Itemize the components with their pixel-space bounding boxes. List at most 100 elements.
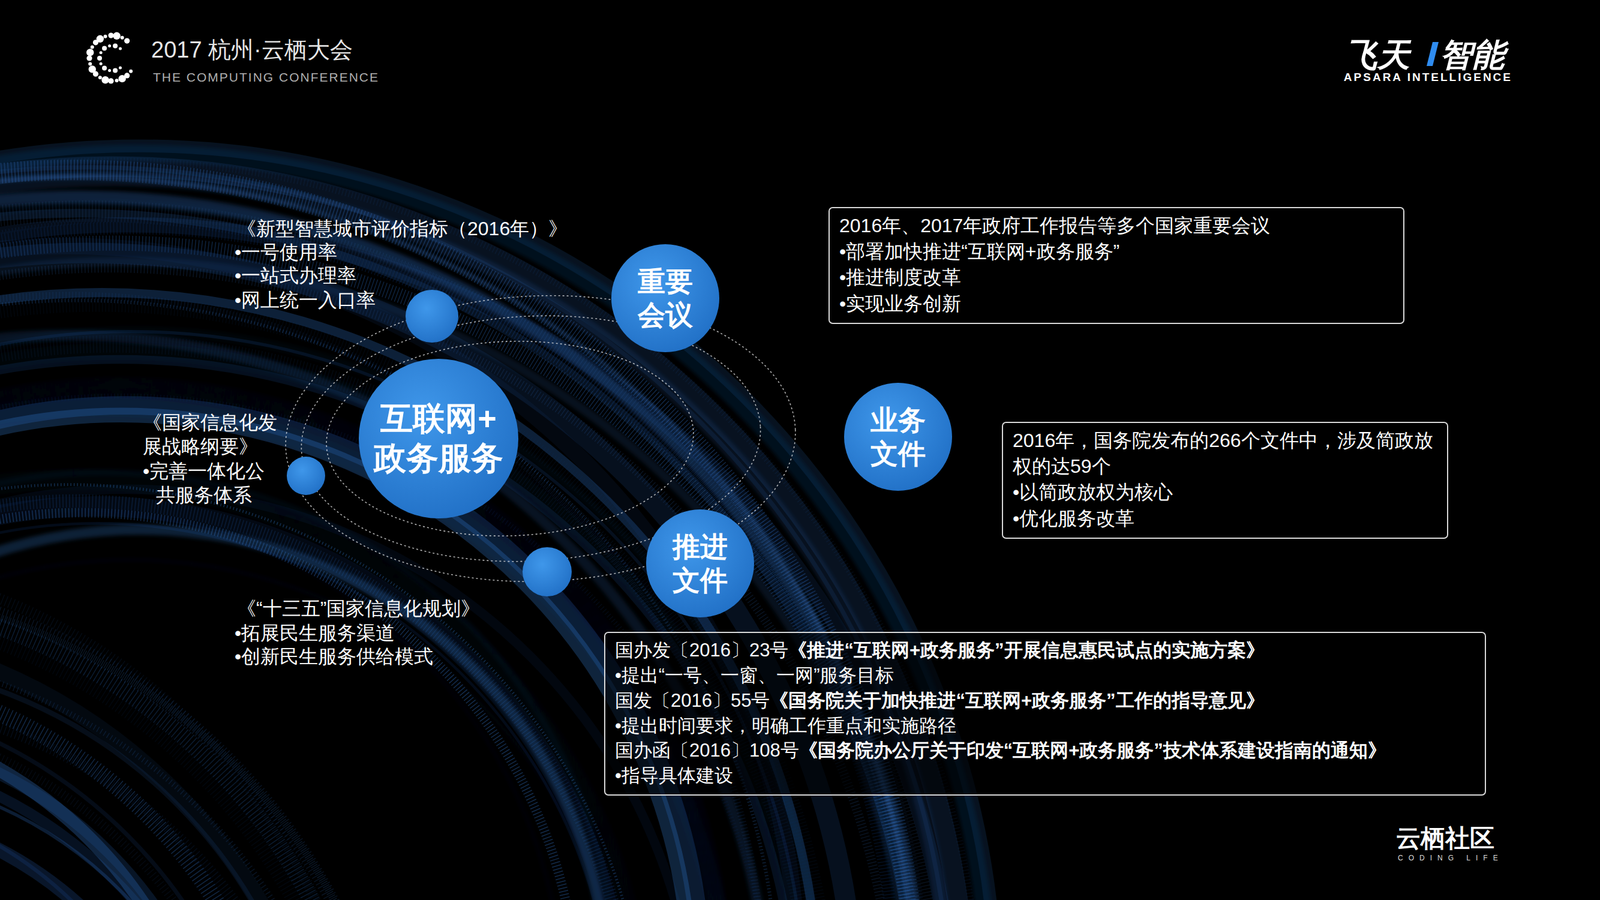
community-logo: 云栖社区 [1396, 823, 1495, 854]
logo-dot [107, 32, 114, 38]
conference-title: 2017 杭州·云栖大会 [151, 35, 353, 65]
circle-label: 互联网+ 政务服务 [371, 398, 506, 479]
swirl-strand [0, 331, 805, 900]
orbit-dot [405, 289, 459, 343]
logo-dot [107, 44, 111, 48]
brand-name: 智能 [1439, 34, 1505, 76]
note-box: 2016年、2017年政府工作报告等多个国家重要会议 •部署加快推进“互联网+政务… [828, 206, 1405, 324]
orbit-dot [522, 547, 572, 597]
bullet-text: •网上统一入口率 [234, 287, 376, 312]
note-text: 国发〔2016〕55号 [614, 689, 770, 711]
circle-shape [358, 358, 519, 519]
swirl-strand [0, 712, 265, 900]
document-title: 《新型智慧城市评价指标（2016年）》 [236, 216, 568, 241]
logo-dot [118, 46, 122, 50]
swirl-strand [0, 331, 821, 900]
logo-dot [112, 67, 118, 73]
swirl-strand [0, 227, 896, 900]
circle-fill [358, 358, 519, 519]
swirl-strand [0, 292, 819, 900]
text-line: •优化服务改革 [1012, 505, 1438, 532]
logo-dot [115, 78, 119, 83]
circle-fill [646, 509, 755, 618]
note-box: 2016年，国务院发布的266个文件中，涉及简政放权的达59个 •以简政放权为核心… [1001, 421, 1449, 539]
bullet-text: •一站式办理率 [234, 263, 357, 288]
logo-dot [90, 45, 95, 50]
logo-dot [101, 45, 107, 51]
logo-dot [118, 66, 122, 70]
bullet-text: •一号使用率 [234, 239, 338, 264]
note-text: 2016年，国务院发布的266个文件中，涉及简政放权的达59个 [1012, 429, 1434, 477]
text-line: •提出“一号、一窗、一网”服务目标 [614, 662, 1476, 689]
logo-dot [88, 65, 96, 73]
swirl-strand [0, 699, 329, 900]
document-title: 《国家信息化发展战略纲要》 [142, 410, 282, 459]
document-title: 《国务院关于加快推进“互联网+政务服务”工作的指导意见》 [769, 689, 1265, 711]
note-text: •推进制度改革 [839, 266, 962, 288]
circle-fill [844, 382, 953, 491]
brand-subtitle: APSARA INTELLIGENCE [1343, 70, 1513, 85]
logo-dot [124, 38, 130, 44]
note-text: •实现业务创新 [839, 292, 962, 315]
conference-logo [86, 32, 133, 84]
note-text: •以简政放权为核心 [1012, 481, 1173, 503]
brand-slash [1426, 41, 1439, 66]
topic-circle: 重要 会议 [611, 244, 720, 353]
text-line: 2016年、2017年政府工作报告等多个国家重要会议 [839, 212, 1394, 239]
circle-fill [611, 244, 720, 353]
circle-shape [844, 382, 953, 491]
bullet-text: •完善一体化公共服务体系 [142, 458, 282, 507]
swirl-strand [0, 771, 237, 900]
swirl-strand [0, 224, 955, 900]
circle-label: 业务 文件 [867, 403, 929, 471]
orbit-dot [286, 456, 326, 495]
logo-dot [101, 76, 109, 84]
brand-name: 飞天 [1345, 34, 1410, 76]
logo-dot [112, 43, 118, 49]
logo-dot [86, 55, 92, 61]
note-box: 国办发〔2016〕23号《推进“互联网+政务服务”开展信息惠民试点的实施方案》 •… [604, 631, 1487, 796]
bullet-text: •创新民生服务供给模式 [234, 644, 434, 669]
logo-dot [97, 55, 102, 61]
swirl-strand [0, 578, 403, 900]
note-text: •优化服务改革 [1012, 507, 1135, 530]
logo-dot [88, 62, 92, 66]
document-title: 《推进“互联网+政务服务”开展信息惠民试点的实施方案》 [788, 639, 1265, 661]
logo-dot [101, 65, 107, 71]
logo-dot [98, 75, 102, 80]
bullet-text: •拓展民生服务渠道 [234, 620, 395, 645]
logo-dot [128, 69, 133, 74]
text-line: •提出时间要求，明确工作重点和实施路径 [614, 713, 1476, 739]
text-line: •推进制度改革 [839, 264, 1394, 291]
swirl-strand [0, 692, 270, 900]
swirl-strand [0, 586, 405, 900]
community-slogan: CODING LIFE [1397, 853, 1504, 863]
note-text: •提出时间要求，明确工作重点和实施路径 [614, 715, 957, 737]
logo-dot [107, 68, 111, 72]
logo-dot [112, 32, 120, 40]
note-text: 国办函〔2016〕108号 [614, 739, 800, 761]
text-line: •指导具体建设 [614, 763, 1476, 789]
logo-dot [99, 62, 103, 66]
swirl-strand [0, 351, 806, 900]
note-text: •部署加快推进“互联网+政务服务” [839, 240, 1120, 263]
text-line: •以简政放权为核心 [1012, 479, 1438, 506]
note-text: •指导具体建设 [614, 764, 734, 786]
document-title: 《国务院办公厅关于印发“互联网+政务服务”技术体系建设指南的通知》 [799, 739, 1387, 761]
circle-label: 重要 会议 [634, 264, 696, 332]
logo-dot [107, 77, 114, 84]
swirl-strand [0, 731, 230, 900]
text-line: •部署加快推进“互联网+政务服务” [839, 238, 1394, 265]
note-text: •提出“一号、一窗、一网”服务目标 [614, 664, 895, 686]
text-line: •实现业务创新 [839, 290, 1394, 317]
text-line: 国办函〔2016〕108号《国务院办公厅关于印发“互联网+政务服务”技术体系建设… [614, 737, 1476, 764]
logo-dot [86, 48, 94, 56]
circle-shape [611, 244, 720, 353]
swirl-strand [0, 300, 779, 900]
circle-label: 推进 文件 [669, 529, 731, 597]
note-text: 2016年、2017年政府工作报告等多个国家重要会议 [839, 214, 1271, 237]
core-circle: 互联网+ 政务服务 [358, 358, 519, 519]
note-text: 国办发〔2016〕23号 [614, 639, 789, 661]
logo-dot [103, 34, 108, 39]
logo-dot [120, 35, 125, 40]
